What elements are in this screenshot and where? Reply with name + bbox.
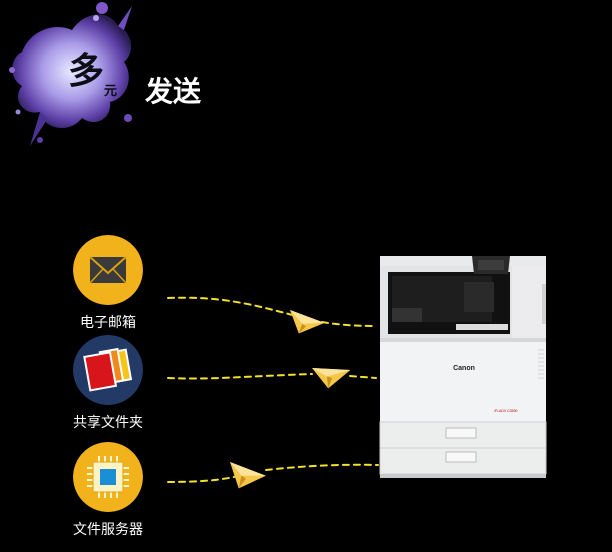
title-splash-graphic	[9, 2, 132, 146]
flow-line-server	[167, 475, 239, 483]
printer-image: Canon iR-ADV C3530	[379, 256, 547, 478]
printer-brand-label: Canon	[453, 365, 475, 372]
file-server-icon	[73, 442, 143, 512]
printer-model-label: iR-ADV C3530	[495, 409, 518, 413]
flow-line-folder	[167, 373, 313, 380]
destination-label-email: 电子邮箱	[80, 315, 136, 331]
shared-folder-icon	[73, 335, 143, 405]
destination-label-file-server: 文件服务器	[73, 522, 143, 538]
title-rest-text: 发送	[145, 75, 202, 108]
paper-plane-icon	[312, 368, 351, 389]
envelope-icon	[73, 235, 143, 305]
flow-line-folder-tail	[349, 375, 377, 379]
flow-line-email-tail	[321, 321, 377, 327]
paper-plane-icon	[230, 462, 266, 489]
flow-line-server-tail	[265, 463, 379, 471]
title-small-char: 元	[104, 84, 118, 99]
destination-label-shared-folder: 共享文件夹	[73, 415, 143, 431]
title-big-char: 多	[68, 51, 105, 92]
flow-line-email	[167, 296, 297, 317]
paper-plane-icon	[290, 310, 325, 334]
